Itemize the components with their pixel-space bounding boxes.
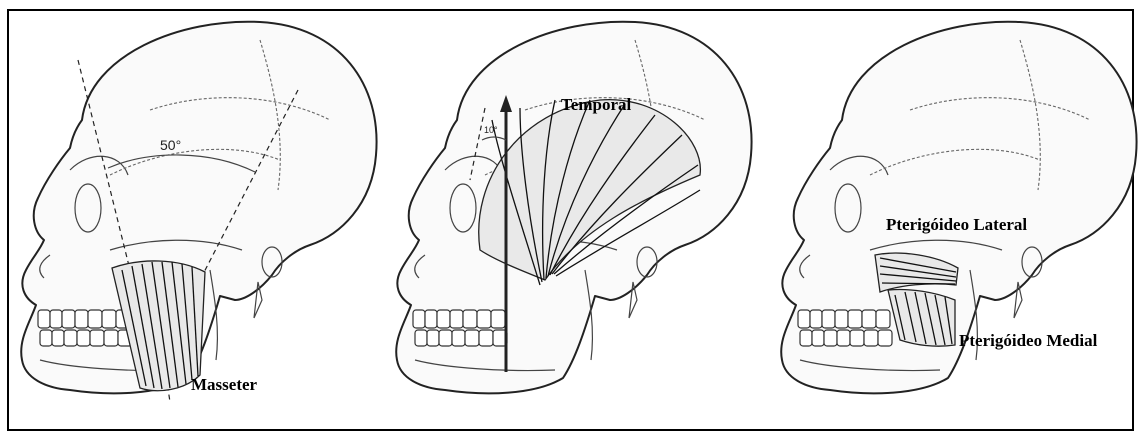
masseter-label: Masseter (191, 375, 258, 394)
pterygoid-lateral-label: Pterigóideo Lateral (886, 215, 1027, 234)
skull-temporal: 10° Temporal (396, 22, 751, 394)
temporal-label: Temporal (561, 95, 631, 114)
skull-pterygoid: Pterigóideo Lateral Pterigóideo Medial (781, 22, 1136, 394)
masseter-angle-label: 50° (160, 137, 181, 153)
skull-masseter: 50° Masseter (21, 22, 376, 402)
temporal-angle-label: 10° (484, 125, 498, 135)
pterygoid-medial-label: Pterigóideo Medial (959, 331, 1098, 350)
